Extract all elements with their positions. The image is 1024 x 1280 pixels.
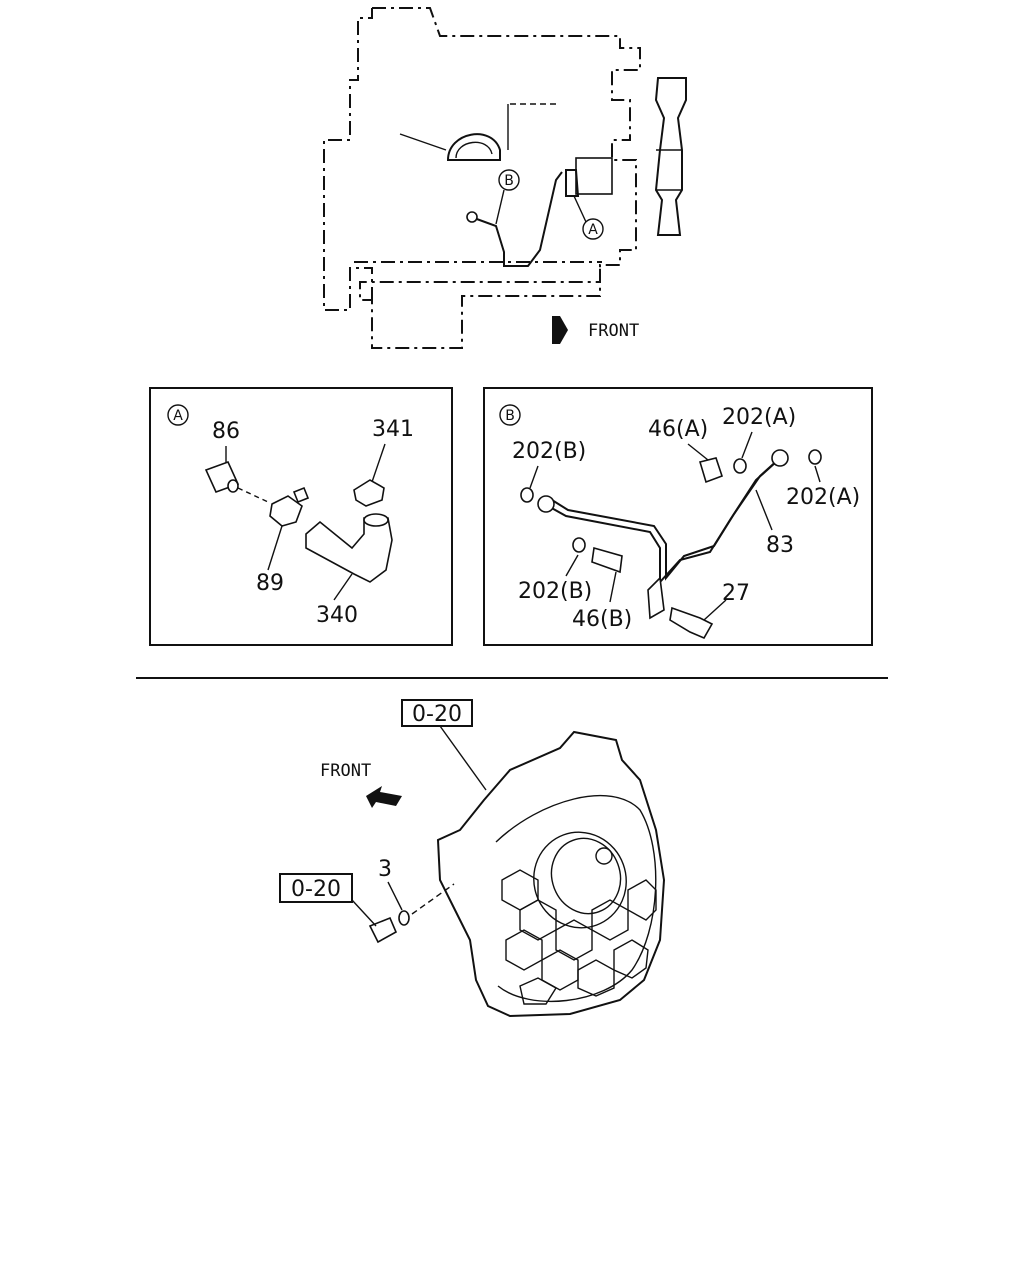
leader-part-3 [387,881,403,911]
housing-bore-inner [550,837,622,915]
detail-b-frame [483,387,873,646]
pipe-end-fitting [466,211,478,223]
leader-89 [267,525,283,571]
pipe-83 [547,461,777,585]
detail-a-frame [149,387,453,646]
bolt-46b [591,546,623,574]
part-89-clamp [269,495,303,527]
label-part-3: 3 [378,857,392,882]
ref-label-top: 0-20 [412,702,462,727]
leader-202a-top [741,431,753,459]
turbo-fitting [565,169,580,197]
callout-b-label: B [504,173,514,189]
housing-body [436,730,666,1018]
washer-202b-bottom [572,537,586,553]
ref-label-left: 0-20 [291,877,341,902]
leader-27 [703,599,727,621]
washer-202b-top [520,487,534,503]
cooling-fan [654,77,687,236]
leader-46a [687,443,709,461]
leader-340 [333,573,353,601]
oil-pipe-route [473,171,563,267]
bolt-27 [669,606,714,640]
turbo-block [575,157,613,195]
label-202b-top: 202(B) [512,439,586,464]
label-341: 341 [372,417,414,442]
detail-b-panel: B 202(B) 46(A) 202(A) 202(A) 83 202(B) 4… [483,387,873,646]
oil-filler-cap [446,133,501,161]
label-340: 340 [316,603,358,628]
oil-filler-cap-inner [455,141,493,159]
leader-83 [755,489,773,531]
detail-a-badge-circle [167,404,189,426]
leader-202b-top [529,465,539,489]
ref-leader-top [439,725,487,791]
washer-202a-top [733,458,747,474]
guide-line [399,133,447,151]
detail-a-badge: A [173,408,183,424]
detail-a-panel: A 86 341 89 340 [149,387,453,646]
pipe-bracket [647,576,665,620]
engine-outline [359,7,641,349]
label-86: 86 [212,419,240,444]
front-arrow-housing-icon [366,786,402,808]
leader-202b-bottom [565,554,579,577]
front-arrow-icon [552,316,568,344]
pipe-83-parallel [551,457,781,581]
housing-flange [495,795,657,1003]
callout-b-circle [498,169,520,191]
bolt-ref [368,916,398,944]
part-340-elbow-hose [305,517,393,583]
assembly-line-a [237,487,269,503]
front-label-housing: FRONT [320,761,371,781]
part-89-tab [292,486,310,504]
label-202a-top: 202(A) [722,405,796,430]
leader-202a-right [814,465,821,483]
washer-202a-right [808,449,822,465]
leader-341 [371,443,386,483]
label-89: 89 [256,571,284,596]
leader-46b [609,571,617,603]
ref-box-top [401,699,473,727]
washer-part-3 [398,910,410,926]
housing-bore [533,831,627,929]
front-label-top: FRONT [588,321,639,341]
engine-overview: B A FRONT [323,7,687,349]
callout-a-circle [582,218,604,240]
label-83: 83 [766,533,794,558]
label-46b: 46(B) [572,607,632,632]
pipe-banjo-eye [771,449,789,467]
assembly-line-housing [411,883,455,915]
part-341-clip [353,479,385,507]
bolt-46a [698,457,724,484]
part-340-opening [363,513,389,527]
part-86-end [227,479,239,493]
label-202b-bottom: 202(B) [518,579,592,604]
housing-ribs [501,869,657,1005]
callout-a-label: A [588,222,598,238]
callout-a-leader [573,195,587,223]
pipe-end-eye [537,495,555,513]
label-202a-right: 202(A) [786,485,860,510]
detail-b-badge-circle [499,404,521,426]
engine-outline-left [323,8,373,311]
detail-b-badge: B [505,408,515,424]
ref-box-left [279,873,353,903]
ref-leader-left [351,899,377,927]
housing-boss [595,847,613,865]
callout-b-leader [495,189,505,225]
flywheel-housing-view: 0-20 FRONT 3 0-20 [279,699,666,1018]
label-46a: 46(A) [648,417,708,442]
label-27: 27 [722,581,750,606]
